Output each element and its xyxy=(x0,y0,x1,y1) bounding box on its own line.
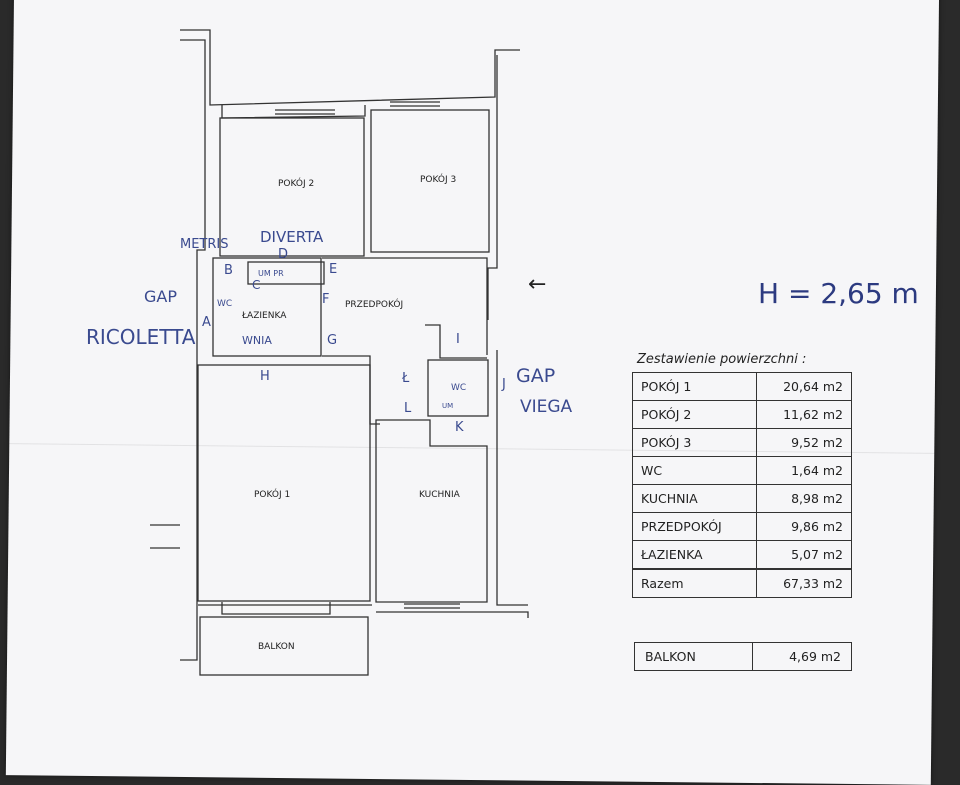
summary-room-area: 20,64 m2 xyxy=(756,372,852,401)
marker-a: A xyxy=(202,315,211,330)
balkon-table: BALKON 4,69 m2 xyxy=(634,642,852,671)
handwritten-wc-small: WC xyxy=(217,299,232,309)
marker-j: J xyxy=(501,377,506,392)
handwritten-viega: VIEGA xyxy=(520,397,573,417)
balkon-value: 4,69 m2 xyxy=(752,642,852,671)
summary-room-area: 9,86 m2 xyxy=(756,512,852,541)
handwritten-diverta: DIVERTA xyxy=(260,228,324,246)
label-pokoj1: POKÓJ 1 xyxy=(254,488,290,500)
handwritten-wc: WC xyxy=(451,383,466,393)
pokoj3-outline xyxy=(370,109,490,253)
summary-room-area: 5,07 m2 xyxy=(756,540,852,570)
summary-room-name: POKÓJ 3 xyxy=(632,428,757,457)
summary-room-name: PRZEDPOKÓJ xyxy=(632,512,757,541)
balkon-name: BALKON xyxy=(634,642,753,671)
summary-total-value: 67,33 m2 xyxy=(756,568,852,598)
top-wall xyxy=(180,29,520,106)
summary-room-name: ŁAZIENKA xyxy=(632,540,757,570)
marker-b: B xyxy=(224,263,233,278)
bottom-wall xyxy=(198,604,529,618)
plan-walls xyxy=(150,29,529,676)
bottom-windows xyxy=(221,602,460,615)
handwritten-um-pr: UM PR xyxy=(258,269,284,278)
marker-l-stroke: Ł xyxy=(401,371,410,386)
marker-f: F xyxy=(322,292,329,307)
top-windows xyxy=(275,101,440,115)
pokoj2-outline xyxy=(219,117,365,257)
przedpokoj-top xyxy=(322,257,488,355)
balkon-outline xyxy=(199,616,369,676)
balkon-row: BALKON 4,69 m2 xyxy=(634,642,852,671)
handwritten-ricoletta: RICOLETTA xyxy=(86,325,196,349)
marker-i: I xyxy=(456,332,460,347)
label-balkon: BALKON xyxy=(258,642,295,652)
pokoj1-outline xyxy=(197,364,371,602)
wc-top-wall xyxy=(425,324,487,359)
right-wall-upper xyxy=(487,55,498,320)
handwritten-um: UM xyxy=(442,402,453,410)
bath-fixture xyxy=(247,261,325,285)
marker-h: H xyxy=(260,369,270,384)
summary-room-name: WC xyxy=(632,456,757,485)
summary-room-name: KUCHNIA xyxy=(632,484,757,513)
pokoj2-top xyxy=(221,105,366,119)
summary-room-area: 9,52 m2 xyxy=(756,428,852,457)
label-przedpokoj: PRZEDPOKÓJ xyxy=(345,298,403,310)
summary-total-label: Razem xyxy=(632,568,757,598)
handwritten-height: H = 2,65 m xyxy=(758,277,919,310)
kuchnia-outline xyxy=(375,419,488,603)
summary-room-name: POKÓJ 1 xyxy=(632,372,757,401)
summary-room-name: POKÓJ 2 xyxy=(632,400,757,429)
label-lazienka: ŁAZIENKA xyxy=(241,311,287,321)
label-pokoj2: POKÓJ 2 xyxy=(278,177,314,189)
label-kuchnia: KUCHNIA xyxy=(419,490,461,500)
marker-e: E xyxy=(329,262,337,277)
label-pokoj3: POKÓJ 3 xyxy=(420,173,456,185)
marker-d: D xyxy=(278,247,288,262)
summary-title: Zestawienie powierzchni : xyxy=(637,352,807,367)
przedpokoj-bottom xyxy=(322,355,380,425)
right-wall-lower xyxy=(496,350,528,606)
marker-l: L xyxy=(404,401,412,416)
handwritten-metris: METRIS xyxy=(180,237,229,252)
marker-g: G xyxy=(327,333,337,348)
lazienka-outline xyxy=(212,257,322,357)
left-stubs xyxy=(150,524,180,549)
handwritten-gap-left: GAP xyxy=(144,287,177,306)
summary-room-area: 1,64 m2 xyxy=(756,456,852,485)
summary-room-area: 11,62 m2 xyxy=(756,400,852,429)
wc-outline xyxy=(427,359,489,417)
marker-c: C xyxy=(252,278,260,292)
handwritten-wanna: WNIA xyxy=(242,334,272,347)
entrance-arrow-icon: ← xyxy=(528,272,546,297)
floor-plan: POKÓJ 2 POKÓJ 3 PRZEDPOKÓJ ŁAZIENKA POKÓ… xyxy=(86,29,919,676)
summary-room-area: 8,98 m2 xyxy=(756,484,852,513)
marker-k: K xyxy=(455,420,464,435)
handwritten-gap-right: GAP xyxy=(516,365,555,387)
left-outer-wall xyxy=(180,39,206,661)
